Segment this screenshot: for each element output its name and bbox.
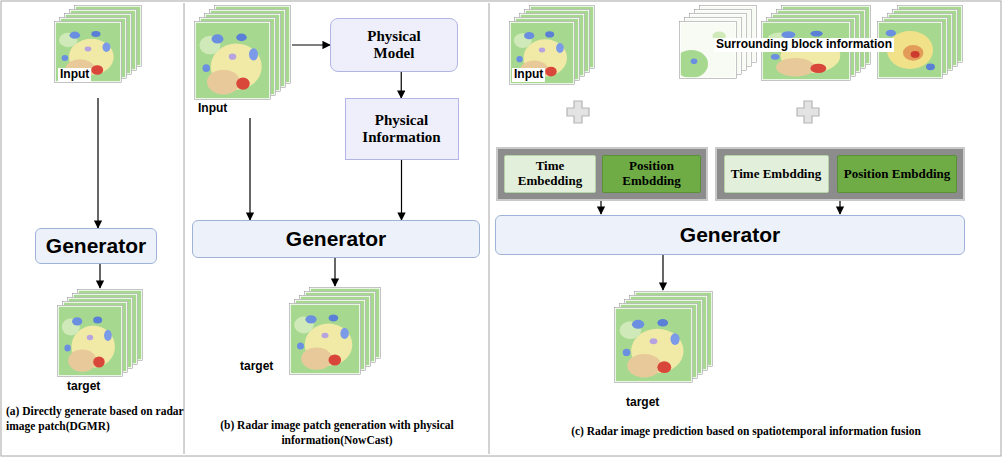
box-label: Physical Information — [352, 112, 452, 147]
plus-symbol — [797, 101, 819, 123]
process-box: Physical Model — [330, 18, 458, 72]
radar-image-stack — [290, 288, 381, 375]
plus-symbol — [567, 101, 589, 123]
box-label: Time Embedding — [510, 159, 590, 189]
embedding-box: Position Embdding — [837, 155, 957, 193]
generator-box: Generator — [192, 220, 480, 258]
image-label: target — [65, 380, 102, 394]
flow-arrow — [249, 118, 250, 220]
radar-image-stack — [510, 6, 595, 85]
flow-arrow — [99, 264, 100, 288]
image-label: Input — [196, 102, 229, 116]
generator-box: Generator — [495, 215, 965, 255]
panel-divider — [184, 3, 185, 454]
image-node: target — [612, 290, 714, 414]
generator-box: Generator — [35, 228, 157, 264]
image-label: Surrounding block information — [714, 38, 894, 52]
flow-arrow — [662, 255, 663, 290]
radar-image-stack — [615, 292, 713, 383]
box-label: Position Embdding — [608, 159, 695, 189]
radar-image-stack — [195, 6, 291, 100]
image-label: Input — [512, 68, 545, 82]
panel-caption: (a) Directly generate based on radar ima… — [6, 404, 184, 434]
box-label: Generator — [46, 234, 146, 258]
image-node: Input — [192, 4, 292, 118]
flow-arrow — [401, 160, 402, 220]
flow-arrow — [401, 72, 402, 98]
image-node: target — [236, 286, 382, 378]
embedding-group — [497, 148, 707, 200]
flow-arrow — [334, 258, 335, 286]
image-label: target — [238, 360, 275, 374]
panel-caption: (b) Radar image patch generation with ph… — [190, 418, 484, 448]
radar-image-stack — [58, 290, 143, 377]
image-node: Input — [506, 4, 598, 100]
box-label: Generator — [286, 227, 386, 251]
flow-arrow — [600, 201, 601, 214]
image-node: Surrounding block information — [676, 4, 966, 84]
panel-caption: (c) Radar image prediction based on spat… — [492, 424, 1000, 439]
panel-divider — [489, 3, 490, 454]
process-box: Physical Information — [345, 98, 459, 160]
image-node: Input — [52, 4, 144, 98]
flow-arrow — [839, 201, 840, 214]
embedding-group — [716, 148, 964, 200]
image-label: target — [624, 396, 661, 410]
flow-arrow — [97, 98, 98, 228]
radar-image-stack — [55, 6, 142, 83]
embedding-box: Time Embdding — [724, 155, 829, 193]
flow-arrow — [292, 44, 330, 45]
box-label: Generator — [680, 223, 780, 247]
image-label: Input — [58, 68, 91, 82]
box-label: Physical Model — [354, 28, 434, 63]
embedding-box: Position Embdding — [602, 155, 701, 193]
box-label: Time Embdding — [731, 167, 821, 182]
image-node: target — [55, 288, 145, 396]
box-label: Position Embdding — [844, 167, 951, 182]
embedding-box: Time Embedding — [504, 155, 596, 193]
